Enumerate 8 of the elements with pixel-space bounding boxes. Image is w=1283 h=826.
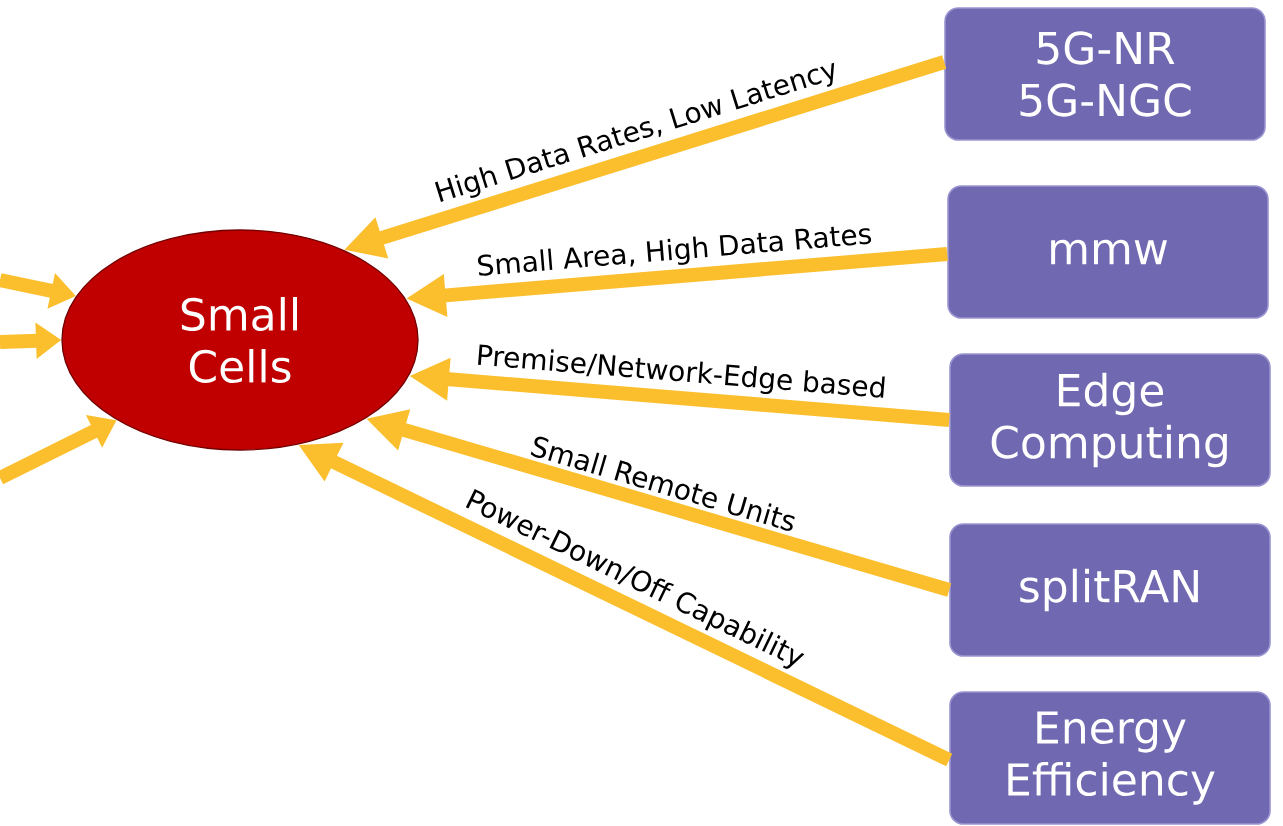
process-box: 5G-NR 5G-NGC (944, 7, 1266, 141)
edge-label: Small Area, High Data Rates (478, 226, 872, 276)
process-box: Energy Efficiency (949, 691, 1271, 825)
ellipse-node: Small Cells (61, 229, 419, 451)
process-box: mmw (947, 185, 1269, 319)
edge-label: High Data Rates, Low Latency (434, 62, 835, 202)
process-box: Edge Computing (949, 353, 1271, 487)
process-box: splitRAN (949, 523, 1271, 657)
